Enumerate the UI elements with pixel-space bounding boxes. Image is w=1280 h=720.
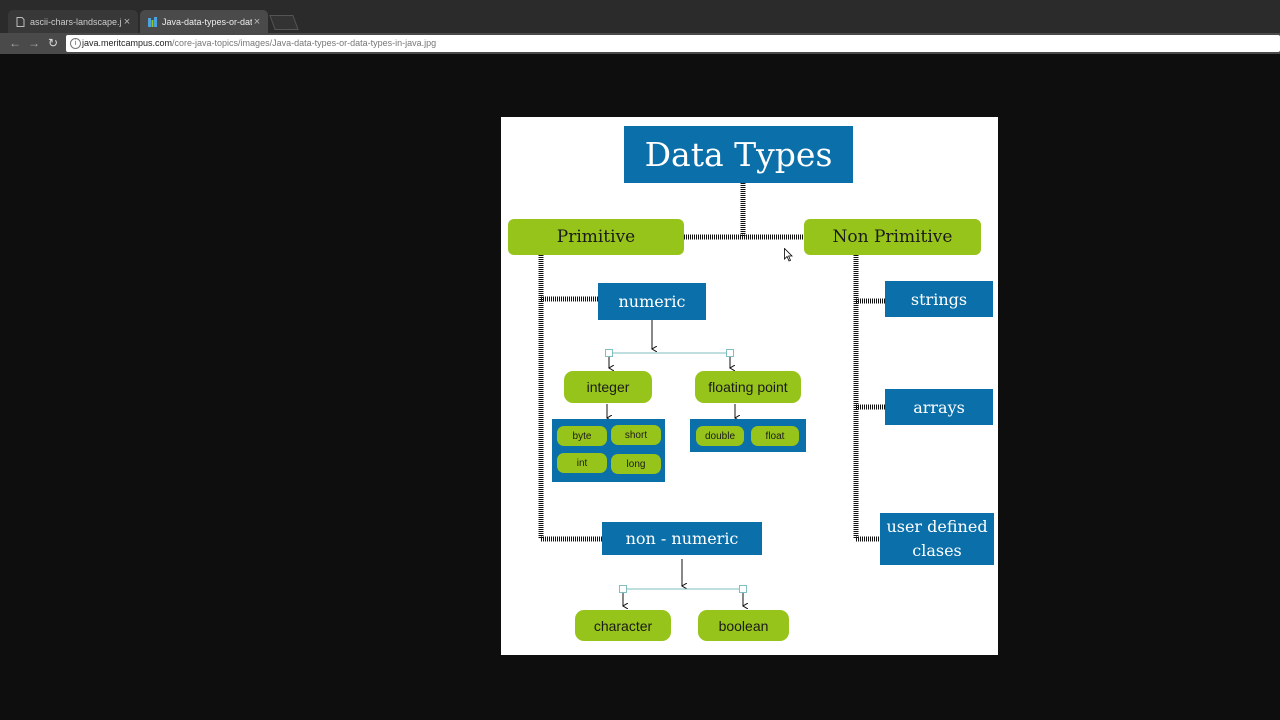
user-defined-line1: user defined [886, 517, 988, 536]
address-bar[interactable]: i java.meritcampus.com/core-java-topics/… [66, 35, 1280, 52]
integer-node: integer [564, 371, 652, 403]
float-chip: float [751, 426, 799, 446]
character-node: character [575, 610, 671, 641]
numeric-node: numeric [598, 283, 706, 320]
int-chip: int [557, 453, 607, 473]
url-host: java.meritcampus.com [82, 38, 173, 48]
tab-title: ascii-chars-landscape.jpg [30, 16, 122, 27]
tab-strip: ascii-chars-landscape.jpg × Java-data-ty… [0, 0, 1280, 33]
diagram-title: Data Types [624, 126, 853, 183]
boolean-node: boolean [698, 610, 789, 641]
image-favicon-icon [148, 16, 157, 27]
integer-types-box: byte short int long [552, 419, 665, 482]
back-icon[interactable]: ← [9, 36, 21, 50]
info-icon[interactable]: i [70, 38, 81, 49]
new-tab-button[interactable] [269, 15, 299, 30]
double-chip: double [696, 426, 744, 446]
tab-title: Java-data-types-or-data [162, 16, 252, 27]
forward-icon[interactable]: → [28, 36, 40, 50]
file-icon [16, 16, 25, 27]
tab-ascii-chars[interactable]: ascii-chars-landscape.jpg × [8, 10, 138, 33]
user-defined-line2: clases [912, 541, 962, 560]
tab-java-data-types[interactable]: Java-data-types-or-data × [140, 10, 268, 33]
close-tab-icon[interactable]: × [123, 15, 131, 28]
float-types-box: double float [690, 419, 806, 452]
url-path: /core-java-topics/images/Java-data-types… [172, 38, 437, 48]
primitive-node: Primitive [508, 219, 684, 255]
user-defined-node: user defined clases [880, 513, 994, 565]
strings-node: strings [885, 281, 993, 317]
floating-point-node: floating point [695, 371, 801, 403]
reload-icon[interactable]: ↻ [47, 36, 59, 50]
connector-lines [538, 183, 885, 655]
mouse-cursor-icon [784, 248, 793, 262]
close-tab-icon[interactable]: × [253, 15, 261, 28]
arrays-node: arrays [885, 389, 993, 425]
diagram-image: Data Types Primitive Non Primitive numer… [501, 117, 998, 655]
short-chip: short [611, 425, 661, 445]
long-chip: long [611, 454, 661, 474]
browser-toolbar: ← → ↻ i java.meritcampus.com/core-java-t… [0, 33, 1280, 54]
non-numeric-node: non - numeric [602, 522, 762, 555]
non-primitive-node: Non Primitive [804, 219, 981, 255]
byte-chip: byte [557, 426, 607, 446]
